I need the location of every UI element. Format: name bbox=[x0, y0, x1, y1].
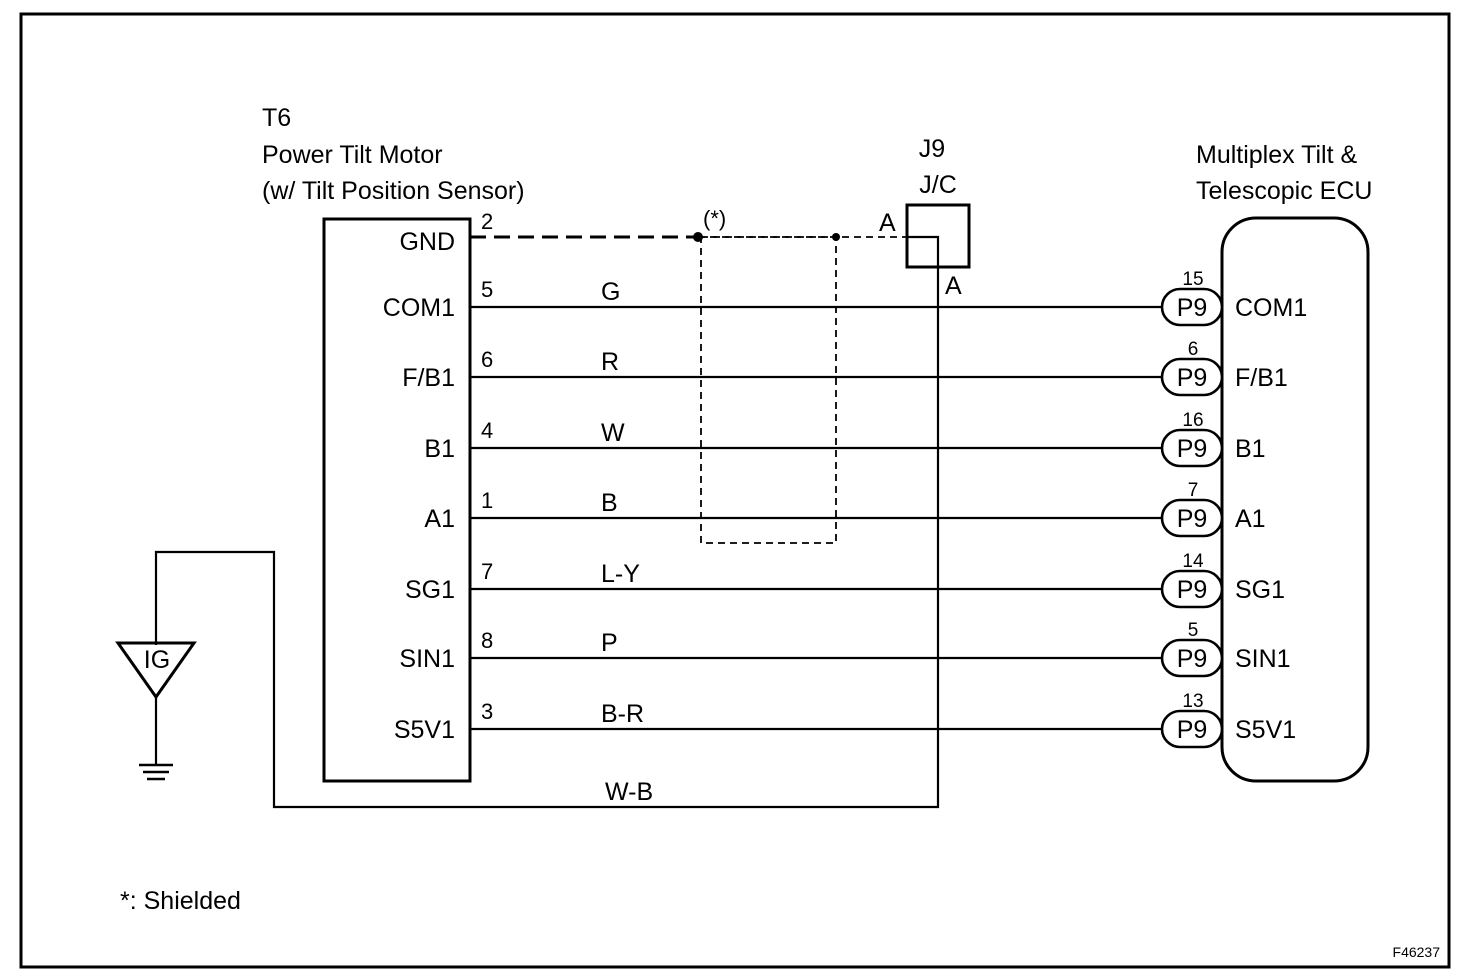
motor-pin-number: 3 bbox=[481, 699, 493, 724]
motor-terminal-label: SG1 bbox=[405, 576, 455, 604]
motor-pin-number: 6 bbox=[481, 347, 493, 372]
motor-connector-id: T6 bbox=[262, 104, 291, 132]
ecu-terminal-label: COM1 bbox=[1235, 294, 1307, 322]
motor-terminal-label: A1 bbox=[424, 505, 455, 533]
ecu-terminal-label: B1 bbox=[1235, 435, 1266, 463]
ig-triangle bbox=[115, 641, 197, 700]
ecu-connector-pill bbox=[1160, 287, 1224, 327]
diagram-frame bbox=[19, 12, 1451, 969]
ground-wire bbox=[154, 235, 940, 809]
motor-subtitle: (w/ Tilt Position Sensor) bbox=[262, 177, 525, 205]
ecu-connector-id: P9 bbox=[1177, 716, 1208, 744]
ecu-box bbox=[1220, 216, 1370, 783]
wire-color-label: W bbox=[601, 419, 625, 447]
shield-mark: (*) bbox=[703, 206, 726, 231]
ecu-connector-id: P9 bbox=[1177, 645, 1208, 673]
motor-pin-number: 7 bbox=[481, 559, 493, 584]
motor-terminal-gnd: GND bbox=[399, 228, 455, 256]
motor-terminal-label: COM1 bbox=[383, 294, 455, 322]
motor-pin-number: 1 bbox=[481, 488, 493, 513]
ecu-pin-number: 16 bbox=[1182, 410, 1203, 431]
ecu-name-line1: Multiplex Tilt & bbox=[1196, 141, 1357, 169]
jc-pin-left: A bbox=[879, 209, 896, 237]
wire-color-label: B bbox=[601, 489, 618, 517]
ecu-terminal-label: F/B1 bbox=[1235, 364, 1288, 392]
motor-box bbox=[322, 217, 472, 783]
motor-terminal-label: S5V1 bbox=[394, 716, 455, 744]
wire-color-label: P bbox=[601, 629, 618, 657]
motor-terminal-label: B1 bbox=[424, 435, 455, 463]
shield-enclosure bbox=[700, 236, 837, 544]
ecu-connector-id: P9 bbox=[1177, 576, 1208, 604]
motor-pin-gnd: 2 bbox=[481, 209, 493, 234]
ecu-pin-number: 14 bbox=[1182, 551, 1204, 572]
ecu-connector-pill bbox=[1160, 428, 1224, 468]
motor-pin-number: 4 bbox=[481, 418, 493, 443]
wire-color-label: G bbox=[601, 278, 620, 306]
ecu-connector-id: P9 bbox=[1177, 505, 1208, 533]
wire-color-label: L-Y bbox=[601, 560, 640, 588]
ecu-connector-pill bbox=[1160, 709, 1224, 749]
shield-footnote: *: Shielded bbox=[120, 887, 241, 915]
ecu-pin-number: 15 bbox=[1182, 269, 1203, 290]
ecu-connector-pill bbox=[1160, 357, 1224, 397]
ecu-connector-pill bbox=[1160, 569, 1224, 609]
motor-pin-number: 8 bbox=[481, 628, 493, 653]
ig-label: IG bbox=[144, 646, 170, 674]
ground-wire-color: W-B bbox=[605, 778, 653, 806]
jc-pin-bottom: A bbox=[945, 272, 962, 300]
ecu-connector-id: P9 bbox=[1177, 435, 1208, 463]
motor-terminal-label: SIN1 bbox=[399, 645, 455, 673]
ecu-connector-pill bbox=[1160, 498, 1224, 538]
wire-color-label: B-R bbox=[601, 700, 644, 728]
motor-terminal-label: F/B1 bbox=[402, 364, 455, 392]
ecu-connector-id: P9 bbox=[1177, 294, 1208, 322]
ecu-pin-number: 6 bbox=[1188, 339, 1199, 360]
jc-id: J9 bbox=[919, 135, 945, 163]
ecu-connector-id: P9 bbox=[1177, 364, 1208, 392]
ecu-terminal-label: A1 bbox=[1235, 505, 1266, 533]
ecu-connector-pill bbox=[1160, 638, 1224, 678]
ecu-pin-number: 5 bbox=[1188, 620, 1199, 641]
ecu-terminal-label: S5V1 bbox=[1235, 716, 1296, 744]
ecu-pin-number: 13 bbox=[1182, 691, 1203, 712]
motor-pin-number: 5 bbox=[481, 277, 493, 302]
ecu-pin-number: 7 bbox=[1188, 480, 1199, 501]
ecu-name-line2: Telescopic ECU bbox=[1196, 177, 1372, 205]
wire-color-label: R bbox=[601, 348, 619, 376]
jc-type: J/C bbox=[919, 171, 957, 199]
figure-id: F46237 bbox=[1393, 944, 1441, 960]
motor-name: Power Tilt Motor bbox=[262, 141, 443, 169]
ecu-terminal-label: SIN1 bbox=[1235, 645, 1291, 673]
ecu-terminal-label: SG1 bbox=[1235, 576, 1285, 604]
